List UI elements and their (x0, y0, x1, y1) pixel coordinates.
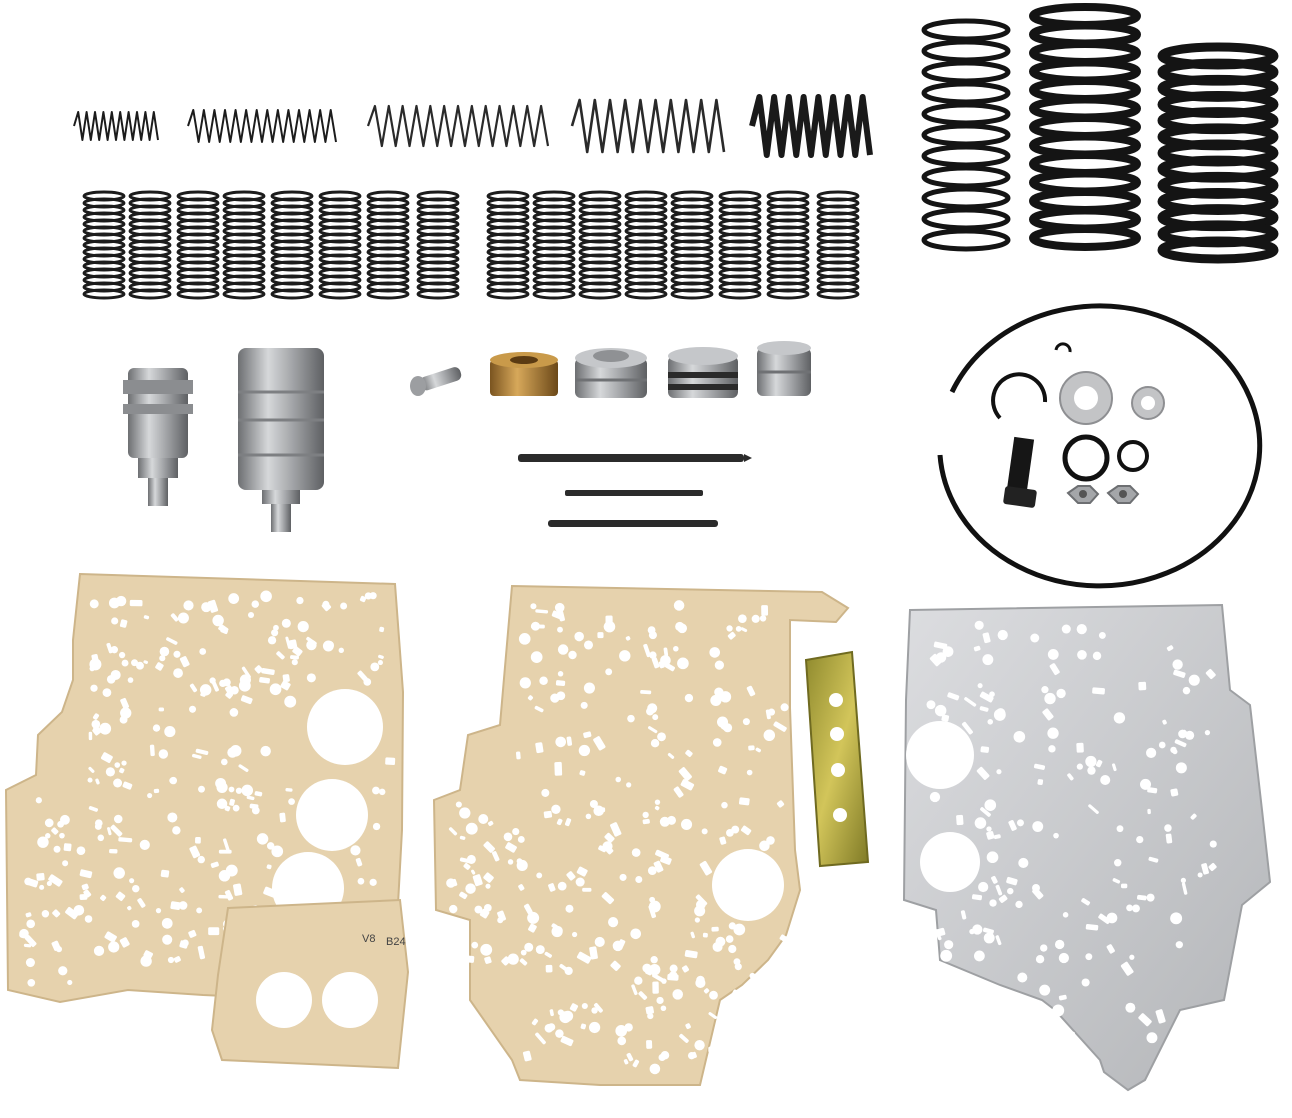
gasket-mark-v8: V8 (362, 933, 375, 945)
drill-bit-short (548, 520, 718, 527)
accumulator-piston-large (238, 348, 324, 532)
stacked-spring-9 (486, 190, 530, 300)
horizontal-spring-3 (366, 104, 550, 148)
bolt (1003, 436, 1037, 508)
large-spring-1 (921, 18, 1011, 252)
washer-small (1131, 386, 1165, 420)
large-coil-springs (921, 3, 1279, 264)
stacked-spring-15 (766, 190, 810, 300)
drill-bit-medium (565, 490, 703, 496)
large-spring-2 (1029, 3, 1141, 251)
large-spring-3 (1157, 42, 1279, 264)
o-ring-small (1117, 440, 1149, 472)
horizontal-spring-2 (187, 109, 337, 143)
gasket-mark-b24: B24 (386, 936, 406, 948)
hex-nut-2 (1106, 485, 1140, 504)
stacked-spring-7 (366, 190, 410, 300)
horizontal-spring-4 (570, 98, 726, 154)
stacked-springs-row (82, 190, 860, 300)
stacked-spring-14 (718, 190, 762, 300)
stacked-spring-8 (416, 190, 460, 300)
band-ring (937, 303, 1263, 589)
brass-bushing (490, 352, 558, 396)
stacked-spring-2 (128, 190, 172, 300)
gasket-left (4, 572, 405, 1004)
horizontal-spring-1 (73, 111, 159, 141)
stacked-spring-12 (624, 190, 668, 300)
stacked-spring-16 (816, 190, 860, 300)
washer-large (1059, 371, 1113, 425)
stacked-spring-10 (532, 190, 576, 300)
stacked-spring-1 (82, 190, 126, 300)
accumulator-piston-small (123, 368, 193, 506)
gasket-middle (432, 584, 850, 1086)
stacked-spring-11 (578, 190, 622, 300)
o-ring-large (1062, 434, 1110, 482)
stacked-spring-6 (318, 190, 362, 300)
drill-bit-long (518, 454, 752, 462)
valve-piston-2 (668, 347, 738, 398)
hex-nut-1 (1066, 485, 1100, 504)
screw-plug (410, 367, 462, 396)
horizontal-spring-5 (749, 94, 873, 158)
valve-piston-3 (757, 341, 811, 396)
reinforcement-plate (804, 650, 870, 868)
stacked-spring-13 (670, 190, 714, 300)
gasket-small: V8 B24 (210, 898, 410, 1070)
small-springs-row (73, 94, 873, 158)
stacked-spring-5 (270, 190, 314, 300)
valve-piston-1 (575, 348, 647, 398)
separator-plate (902, 603, 1272, 1092)
snap-ring-large (991, 372, 1048, 420)
snap-ring-small (1054, 342, 1072, 353)
stacked-spring-3 (176, 190, 220, 300)
stacked-spring-4 (222, 190, 266, 300)
